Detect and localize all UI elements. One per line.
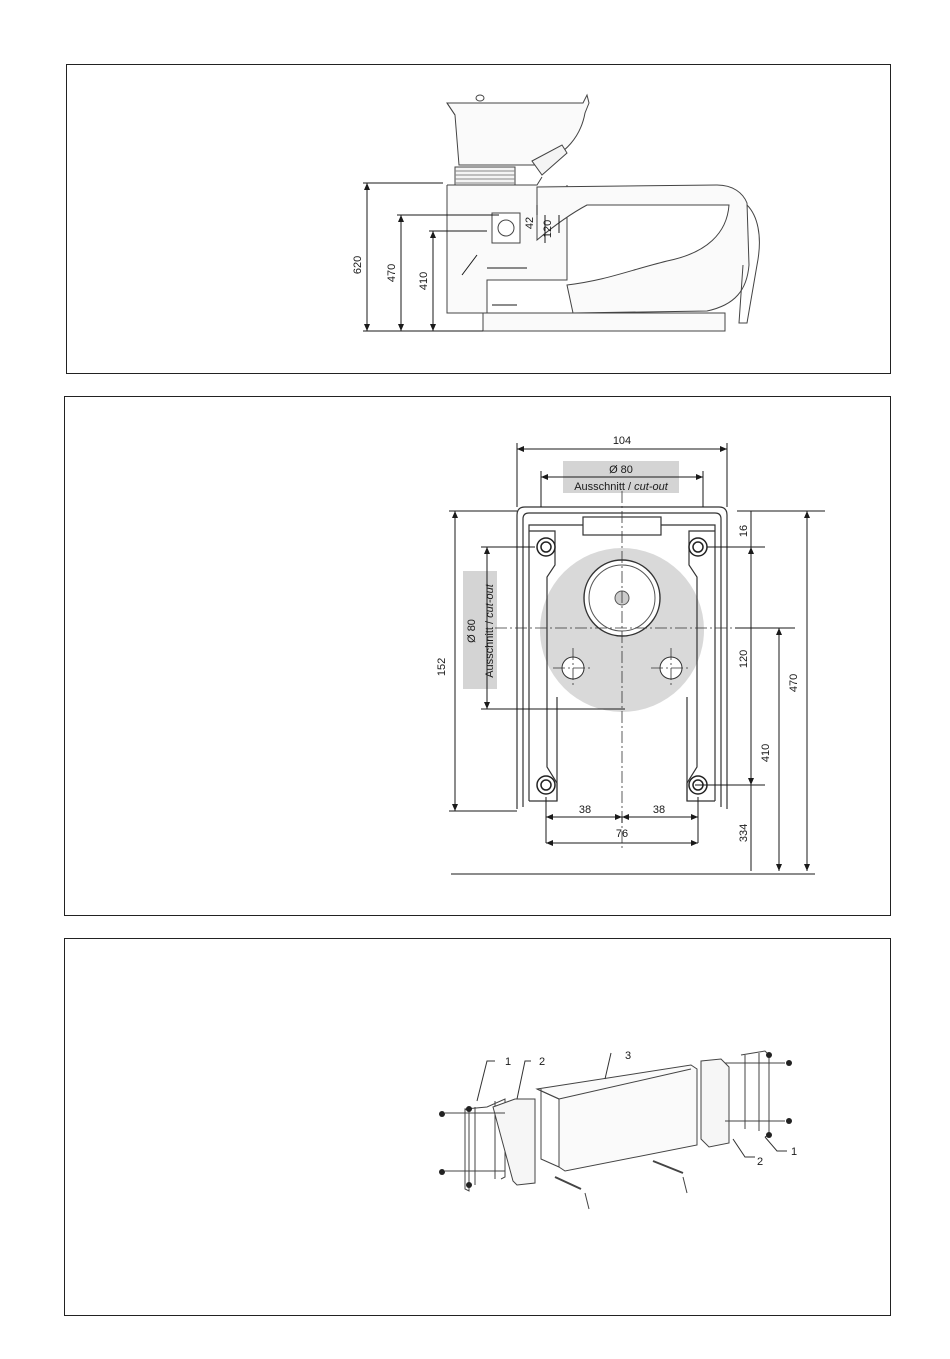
dim-120: 120	[738, 650, 750, 668]
panel-mounting-plate: 104 Ø 80 Ausschnitt / cut-out Ø 80 Aussc…	[64, 396, 891, 916]
dim-104: 104	[613, 435, 631, 447]
dim-42: 42	[524, 217, 536, 229]
callout-1-right: 1	[791, 1146, 797, 1158]
callout-3: 3	[625, 1050, 631, 1062]
dim-76: 76	[616, 828, 628, 840]
panel-side-view: 620 470 410 42 120	[66, 64, 891, 374]
dim-16: 16	[738, 525, 750, 537]
cutout-label-h: Ausschnitt / cut-out	[574, 481, 668, 493]
dim-38-right: 38	[653, 804, 665, 816]
dim-410: 410	[418, 272, 430, 290]
dim-470: 470	[788, 674, 800, 692]
callout-2-left: 2	[539, 1056, 545, 1068]
dim-120: 120	[542, 220, 554, 238]
callout-1-left: 1	[505, 1056, 511, 1068]
dim-38-left: 38	[579, 804, 591, 816]
dim-470: 470	[386, 264, 398, 282]
dim-620: 620	[352, 256, 364, 274]
dim-152: 152	[436, 658, 448, 676]
side-view-drawing: 620 470 410 42 120	[67, 65, 892, 375]
exploded-view-drawing: 1 2 3 2 1	[65, 939, 892, 1317]
dim-410: 410	[760, 744, 772, 762]
panel-exploded-view: 1 2 3 2 1	[64, 938, 891, 1316]
dim-diam-80-h: Ø 80	[609, 464, 633, 476]
cutout-label-v: Ausschnitt / cut-out	[484, 583, 496, 677]
dim-diam-80-v: Ø 80	[466, 619, 478, 643]
callout-2-right: 2	[757, 1156, 763, 1168]
mounting-plate-drawing: 104 Ø 80 Ausschnitt / cut-out Ø 80 Aussc…	[65, 397, 892, 917]
dim-334: 334	[738, 824, 750, 842]
